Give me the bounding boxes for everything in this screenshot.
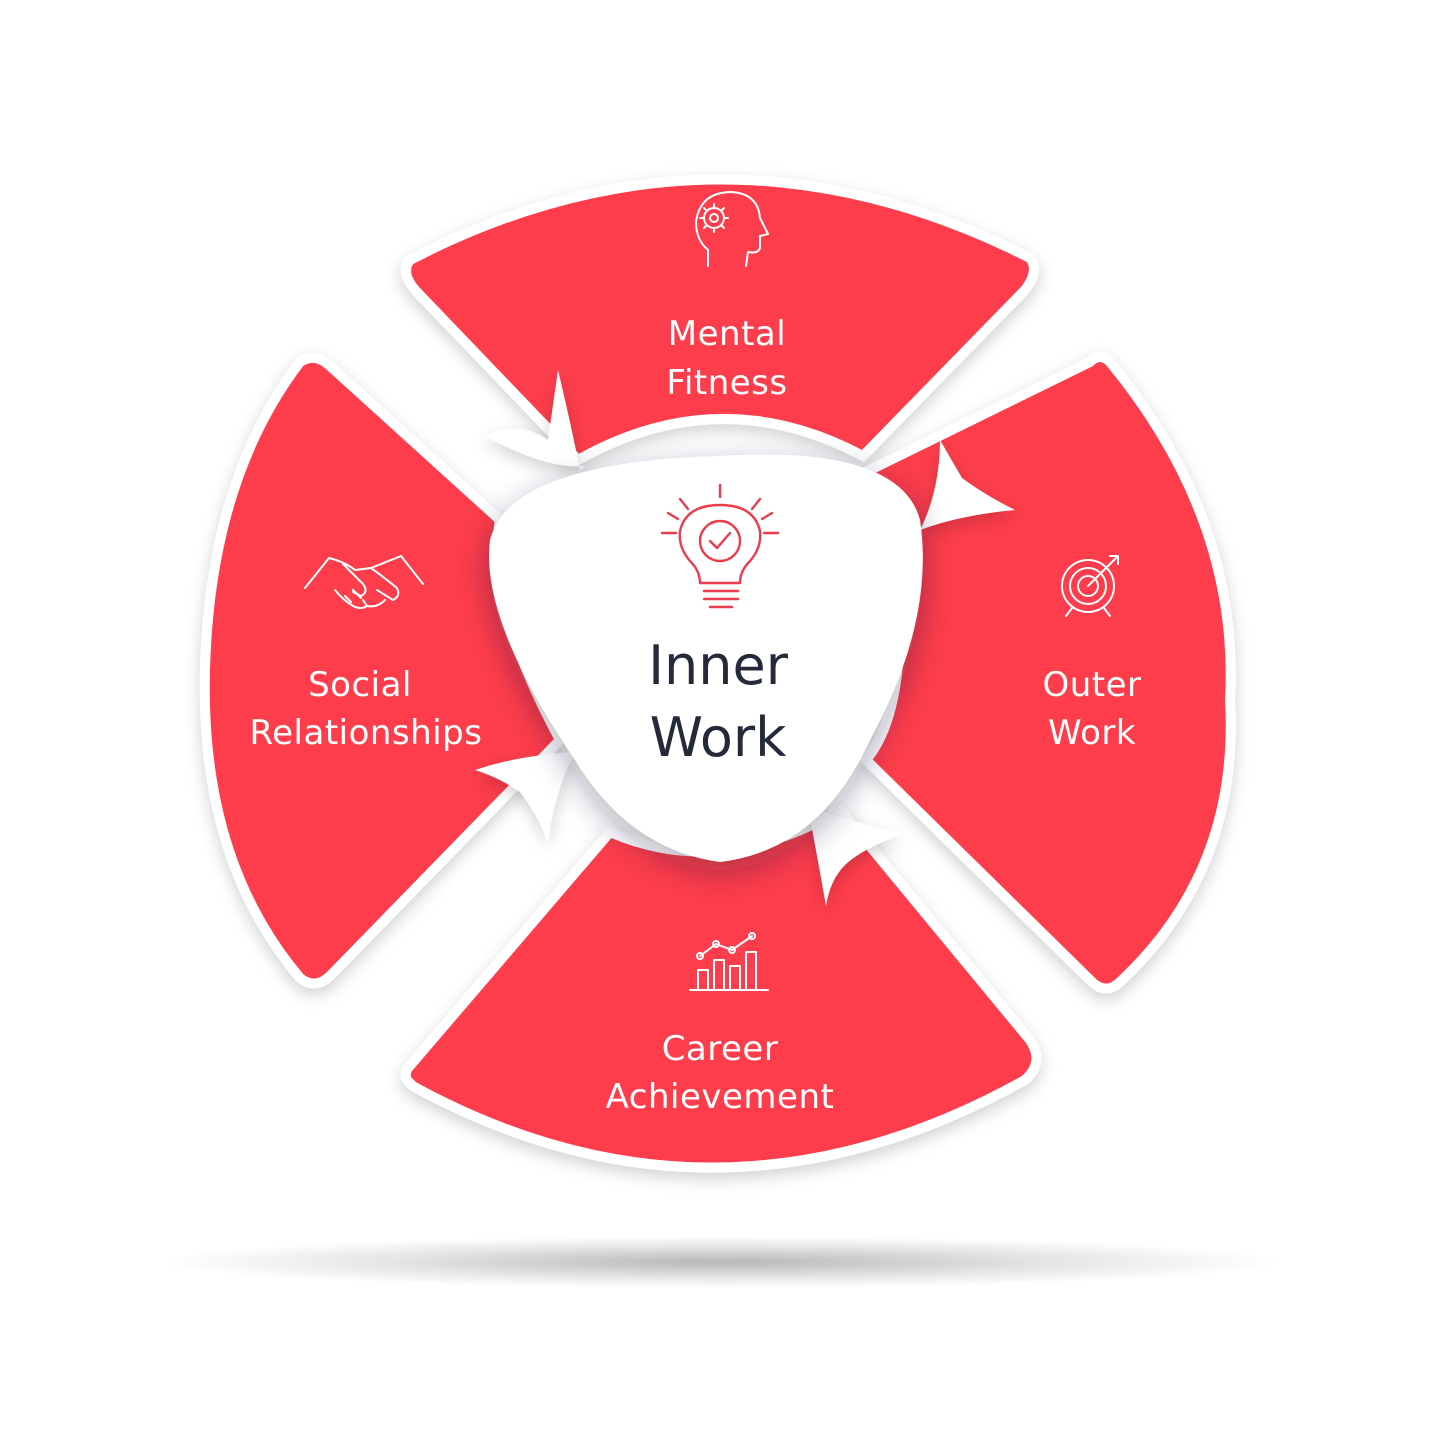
outer-work-label-1: Outer (1042, 665, 1141, 705)
arrow-top-right (920, 440, 1015, 530)
social-relationships-label-1: Social (308, 665, 412, 705)
mental-fitness-label-1: Mental (668, 314, 786, 354)
career-achievement-label-2: Achievement (606, 1077, 835, 1117)
career-achievement-label-1: Career (662, 1029, 779, 1069)
growth-chart-icon (689, 932, 769, 991)
target-arrow-icon (1061, 555, 1119, 617)
ground-shadow (160, 1236, 1280, 1288)
arrows (475, 370, 1015, 906)
segment-mental-fitness (401, 174, 1039, 467)
arrow-top-left (485, 370, 585, 470)
center-title-line-1: Inner (648, 634, 789, 697)
head-gear-icon (695, 191, 769, 267)
lightbulb-check-icon (660, 483, 780, 609)
social-relationships-label-2: Relationships (250, 713, 483, 753)
center-shield (489, 454, 923, 862)
center-title-line-2: Work (650, 706, 787, 769)
handshake-icon (304, 555, 424, 609)
segment-top-shape (401, 174, 1039, 467)
arrow-bottom-right (808, 808, 902, 906)
outer-work-label-2: Work (1048, 713, 1136, 753)
arrow-bottom-left (475, 752, 575, 842)
mental-fitness-label-2: Fitness (666, 363, 787, 403)
